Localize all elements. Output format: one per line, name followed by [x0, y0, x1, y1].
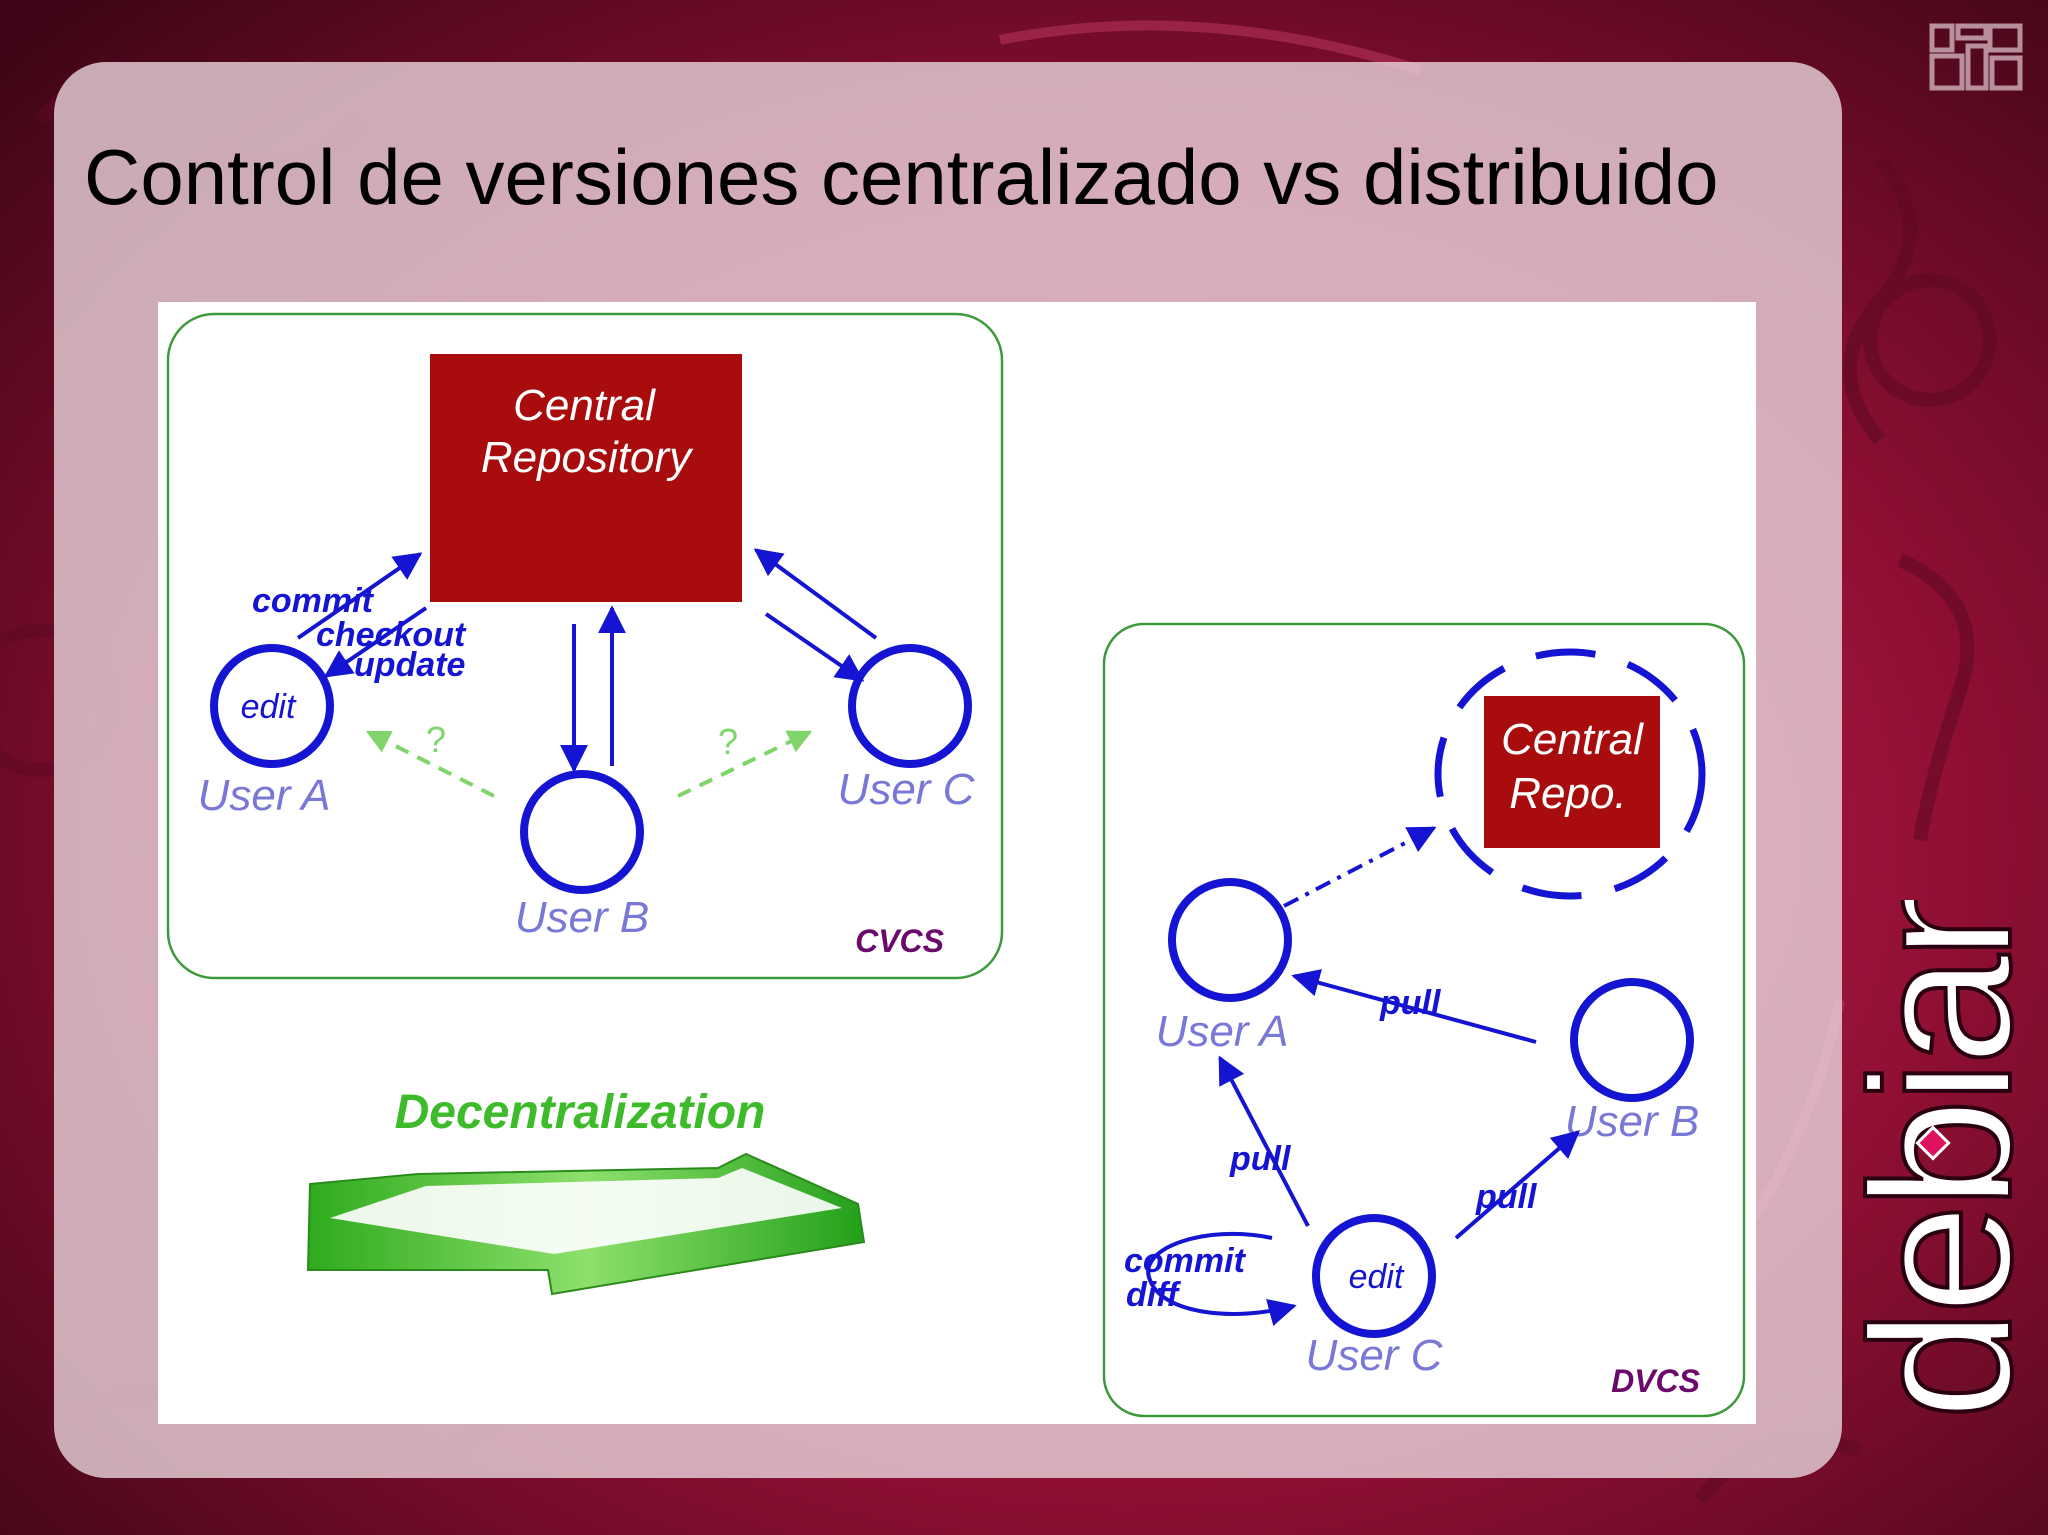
cvcs-checkout-label: checkout: [316, 616, 467, 654]
dvcs-pull-label-ba: pull: [1379, 984, 1442, 1022]
dvcs-user-b-node: [1570, 978, 1694, 1102]
cvcs-central-repository-line2: Repository: [481, 433, 694, 482]
cvcs-central-repository: [430, 354, 742, 602]
cvcs-update-label: update: [354, 646, 465, 684]
cvcs-question-left: ?: [426, 719, 446, 760]
cvcs-central-repository-line1: Central: [513, 381, 656, 430]
cvcs-panel: Central Repository edit User A User B Us…: [166, 312, 1004, 980]
dvcs-system-label: DVCS: [1611, 1363, 1701, 1399]
dvcs-pull-label-ca: pull: [1229, 1140, 1292, 1178]
cvcs-frame: [166, 312, 1004, 980]
cvcs-system-label: CVCS: [855, 923, 945, 959]
dvcs-central-repo-line1: Central: [1501, 715, 1644, 764]
dvcs-commit-label: commit: [1124, 1242, 1247, 1280]
cvcs-edit-label: edit: [241, 688, 297, 726]
dvcs-pull-c-to-b-arrow: [1454, 1130, 1581, 1240]
dvcs-central-repo-dashed-ring: [1434, 648, 1706, 900]
dvcs-edit-label: edit: [1349, 1258, 1405, 1296]
cvcs-user-c-node: [848, 644, 972, 768]
decentralization-group: Decentralization: [306, 1086, 866, 1296]
cvcs-commit-label: commit: [252, 582, 375, 620]
slide-title: Control de versiones centralizado vs dis…: [84, 133, 1719, 221]
dvcs-user-a-to-repo-arrow: [1283, 826, 1437, 908]
debian-wordmark: debian: [1860, 900, 2040, 1420]
dvcs-pull-label-cb: pull: [1475, 1178, 1538, 1216]
dvcs-central-repo: [1484, 696, 1660, 848]
dvcs-commit-loop-arrow: [1146, 1231, 1297, 1327]
cvcs-user-c-commit-arrow: [753, 548, 878, 640]
dvcs-user-c-node: [1312, 1214, 1436, 1338]
dvcs-user-a-label: User A: [1156, 1007, 1289, 1056]
dvcs-frame: [1102, 622, 1746, 1418]
cvcs-user-a-label: User A: [198, 771, 331, 820]
dvcs-pull-c-to-a-arrow: [1218, 1055, 1310, 1227]
dvcs-user-a-node: [1168, 878, 1292, 1002]
decentralization-label: Decentralization: [395, 1086, 766, 1139]
cvcs-user-a-node: [210, 644, 334, 768]
debian-dot-icon: [1915, 1125, 1951, 1161]
dvcs-diff-label: diff: [1126, 1276, 1182, 1314]
cvcs-vs-dvcs-diagram: Central Repository edit User A User B Us…: [158, 302, 1756, 1424]
cvcs-user-c-label: User C: [838, 765, 976, 814]
dvcs-panel: Central Repo. User A User B edit User C …: [1102, 622, 1746, 1418]
debian-logo: debian: [1860, 900, 2040, 1420]
corner-logo-icon: [1929, 23, 2023, 91]
cvcs-user-c-checkout-arrow: [764, 612, 865, 682]
dvcs-user-b-label: User B: [1565, 1097, 1699, 1146]
dvcs-pull-b-to-a-arrow: [1291, 969, 1537, 1044]
dvcs-user-c-label: User C: [1306, 1331, 1444, 1380]
cvcs-question-right: ?: [718, 721, 738, 762]
cvcs-commit-arrow: [296, 552, 423, 640]
cvcs-checkout-arrow: [323, 606, 428, 678]
cvcs-b-to-c-dashed-arrow: [677, 730, 813, 798]
dvcs-central-repo-line2: Repo.: [1509, 769, 1626, 818]
cvcs-user-b-label: User B: [515, 893, 649, 942]
cvcs-user-b-node: [520, 770, 644, 894]
